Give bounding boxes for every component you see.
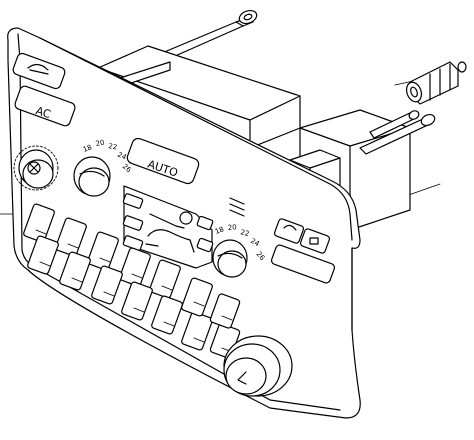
svg-text:24: 24: [249, 237, 261, 249]
function-switch-row-top-extra[interactable]: [181, 277, 241, 329]
fan-speed-knob[interactable]: [13, 145, 59, 191]
rear-wide-button[interactable]: [270, 244, 336, 284]
recirculation-button[interactable]: [12, 52, 67, 90]
right-rod: [359, 110, 436, 155]
function-switch-row-bottom[interactable]: [27, 235, 241, 359]
left-temperature-knob[interactable]: [73, 156, 111, 197]
svg-text:20: 20: [227, 223, 237, 232]
arrow-icon: [237, 371, 247, 385]
svg-text:20: 20: [95, 139, 105, 148]
seated-person-icon: [145, 211, 195, 253]
large-rotary-knob[interactable]: [223, 335, 293, 397]
ac-button[interactable]: AC: [14, 85, 77, 127]
car-recirc-icon: [27, 63, 49, 71]
vent-slits: [229, 197, 245, 217]
fan-icon: [27, 161, 41, 175]
defrost-button[interactable]: [273, 218, 305, 244]
rear-window-icon: [309, 237, 319, 245]
right-temperature-knob[interactable]: [212, 239, 248, 278]
rear-defrost-button[interactable]: [299, 228, 331, 254]
svg-text:22: 22: [108, 142, 118, 151]
connector-part: [405, 61, 467, 105]
defrost-icon: [283, 224, 297, 231]
ac-label: AC: [34, 104, 53, 121]
svg-text:24: 24: [116, 151, 128, 162]
svg-text:18: 18: [82, 143, 93, 154]
air-distribution-buttons[interactable]: [122, 193, 214, 253]
svg-text:22: 22: [239, 228, 250, 238]
switch-indicators: [35, 229, 233, 353]
svg-text:18: 18: [214, 225, 225, 236]
function-switch-row-top[interactable]: [23, 203, 181, 299]
